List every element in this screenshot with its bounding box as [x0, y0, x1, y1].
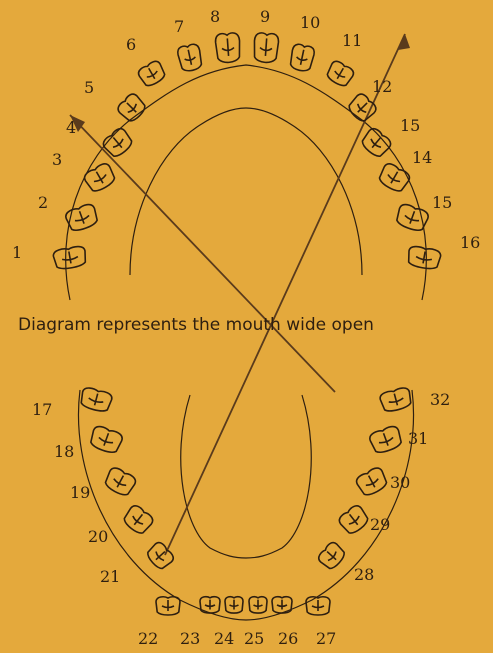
- upper-tooth-number-13: 15: [400, 116, 420, 135]
- upper-palate-outline: [130, 108, 362, 275]
- lower-tooth-5: [145, 540, 176, 571]
- lower-tooth-6: [156, 597, 180, 615]
- upper-tooth-number-1: 1: [12, 243, 22, 262]
- upper-tooth-13: [359, 126, 393, 159]
- lower-tooth-number-2: 18: [54, 442, 74, 461]
- lower-tooth-number-5: 21: [100, 567, 120, 586]
- lower-tooth-3: [103, 466, 138, 498]
- lower-tooth-13: [337, 503, 371, 536]
- upper-tooth-number-9: 9: [260, 7, 270, 26]
- lower-tooth-number-4: 20: [88, 527, 108, 546]
- upper-tooth-16: [407, 245, 442, 270]
- upper-tooth-number-12: 12: [372, 77, 392, 96]
- upper-tooth-number-15: 15: [432, 193, 452, 212]
- upper-tooth-9: [253, 32, 279, 63]
- upper-tooth-number-8: 8: [210, 7, 220, 26]
- upper-tooth-3: [82, 161, 117, 194]
- lower-tooth-9: [249, 597, 267, 613]
- upper-tooth-number-6: 6: [126, 35, 136, 54]
- lower-gum-outline: [78, 390, 413, 620]
- lower-tooth-number-16: 32: [430, 390, 450, 409]
- lower-tooth-15: [368, 424, 404, 455]
- lower-tooth-number-14: 30: [390, 473, 410, 492]
- upper-teeth: [52, 32, 441, 270]
- upper-tooth-number-3: 3: [52, 150, 62, 169]
- lower-tooth-number-13: 29: [370, 515, 390, 534]
- lower-tooth-number-8: 24: [214, 629, 234, 648]
- lower-tooth-1: [79, 386, 113, 413]
- lower-tooth-number-12: 28: [354, 565, 374, 584]
- lower-tooth-2: [88, 424, 124, 455]
- lower-tooth-11: [306, 597, 330, 615]
- lower-tooth-number-10: 26: [278, 629, 298, 648]
- upper-tooth-number-2: 2: [38, 193, 48, 212]
- upper-tooth-number-14: 14: [412, 148, 432, 167]
- lower-tooth-number-6: 22: [138, 629, 158, 648]
- lower-tooth-8: [225, 597, 243, 613]
- arrow-head-icon: [398, 34, 410, 50]
- upper-tooth-2: [64, 202, 100, 233]
- upper-tooth-10: [289, 43, 316, 72]
- upper-tooth-number-4: 4: [66, 118, 76, 137]
- upper-tooth-11: [325, 59, 356, 88]
- lower-tooth-number-1: 17: [32, 400, 52, 419]
- lower-tooth-number-15: 31: [408, 429, 428, 448]
- upper-tooth-14: [376, 161, 411, 194]
- lower-tooth-12: [316, 540, 347, 571]
- upper-tooth-number-11: 11: [342, 31, 362, 50]
- lower-tooth-4: [121, 503, 155, 536]
- diagram-caption: Diagram represents the mouth wide open: [18, 315, 374, 335]
- upper-tooth-6: [137, 59, 168, 88]
- lower-tooth-16: [379, 386, 413, 413]
- lower-tooth-number-9: 25: [244, 629, 264, 648]
- upper-gum-outline: [66, 65, 427, 300]
- lower-tooth-14: [354, 466, 389, 498]
- lower-tooth-number-7: 23: [180, 629, 200, 648]
- upper-tooth-number-7: 7: [174, 17, 184, 36]
- upper-tooth-12: [346, 92, 378, 124]
- lower-tooth-number-11: 27: [316, 629, 336, 648]
- arrow-line-left: [70, 115, 335, 392]
- upper-tooth-number-16: 16: [460, 233, 480, 252]
- lower-tooth-number-3: 19: [70, 483, 90, 502]
- upper-tooth-8: [215, 32, 241, 63]
- upper-tooth-number-10: 10: [300, 13, 320, 32]
- upper-tooth-7: [177, 43, 204, 72]
- upper-tooth-1: [52, 245, 87, 270]
- upper-tooth-number-5: 5: [84, 78, 94, 97]
